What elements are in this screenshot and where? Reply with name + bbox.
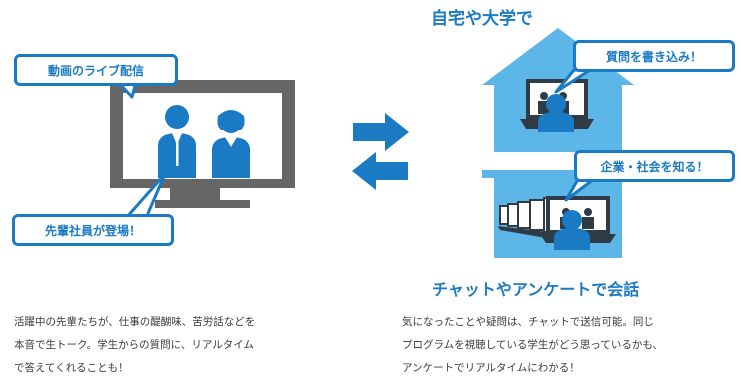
callout-live-streaming: 動画のライブ配信 <box>14 54 178 86</box>
description-line: で答えてくれることも！ <box>14 362 129 374</box>
callout-label: 先輩社員が登場！ <box>44 223 141 238</box>
person-icon <box>158 105 196 178</box>
callout-senior-staff: 先輩社員が登場！ <box>12 214 174 246</box>
monitor-neck <box>170 188 220 200</box>
callout-write-questions: 質問を書き込み！ <box>573 40 735 72</box>
arrow-right-icon <box>353 113 409 151</box>
description-line: アンケートでリアルタイムにわかる！ <box>402 362 580 374</box>
monitor-screen <box>123 93 282 179</box>
callout-label: 質問を書き込み！ <box>605 49 702 64</box>
callout-label: 動画のライブ配信 <box>47 63 144 78</box>
heading-chat-and-survey: チャットやアンケートで会話 <box>432 280 640 299</box>
laptop-icon <box>540 196 616 250</box>
description-line: 気になったことや疑問は、チャットで送信可能。同じ <box>402 316 654 328</box>
description-line: プログラムを視聴している学生がどう思っているかも、 <box>402 339 664 351</box>
monitor-stand <box>155 200 250 208</box>
right-description: 気になったことや疑問は、チャットで送信可能。同じ プログラムを視聴している学生が… <box>402 311 663 380</box>
callout-label: 企業・社会を知る！ <box>600 159 709 174</box>
description-line: 本音で生トーク。学生からの質問に、リアルタイム <box>14 339 255 351</box>
arrow-left-icon <box>352 152 408 190</box>
laptop-icon <box>520 79 594 132</box>
person-icon <box>212 110 250 178</box>
monitor-icon <box>110 80 295 208</box>
callout-know-company-society: 企業・社会を知る！ <box>574 150 735 182</box>
description-line: 活躍中の先輩たちが、仕事の醍醐味、苦労話などを <box>14 316 256 328</box>
heading-at-home-or-university: 自宅や大学で <box>431 9 533 29</box>
left-description: 活躍中の先輩たちが、仕事の醍醐味、苦労話などを 本音で生トーク。学生からの質問に… <box>14 311 255 380</box>
